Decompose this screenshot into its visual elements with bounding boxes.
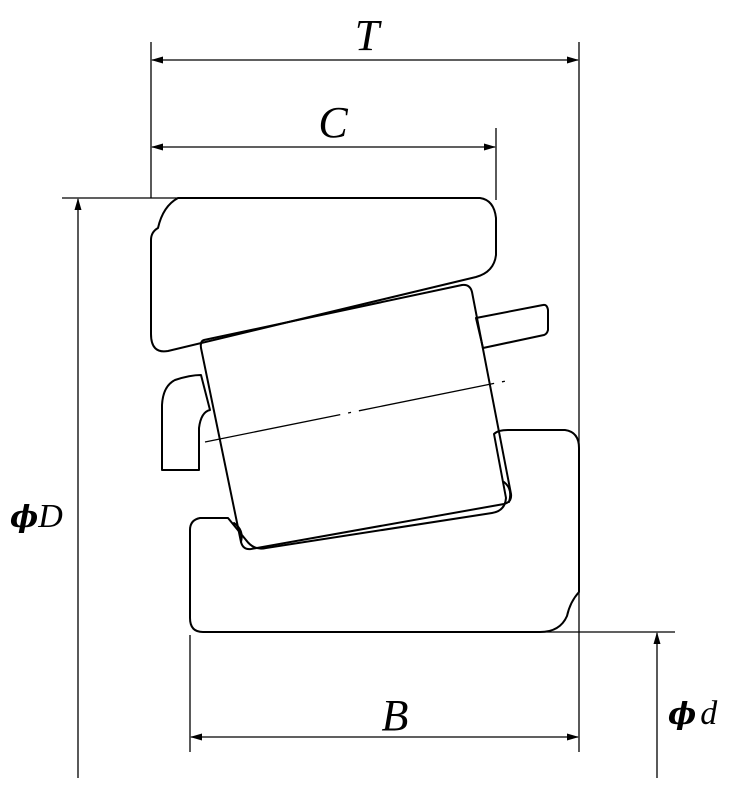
roller-fillet-lower-right [503,481,512,503]
label-d-letter: d [700,695,718,732]
label-D-letter: D [37,498,63,535]
tapered-roller [199,283,513,551]
extension-lines [62,42,675,752]
label-C: C [318,98,348,147]
cage-upper-end [475,303,549,349]
roller-axis-line [204,380,507,443]
inner-ring [189,429,580,633]
cage-lower-end [161,374,211,471]
label-T: T [355,11,383,60]
phi-symbol-D: ϕ [10,500,38,535]
outer-ring [150,197,497,353]
dimension-lines [74,56,661,778]
label-D: ϕD [10,498,63,535]
phi-symbol-d: ϕ [668,697,696,732]
cage [161,303,549,471]
label-B: B [382,691,409,740]
roller-fillet-lower-left [233,522,243,543]
